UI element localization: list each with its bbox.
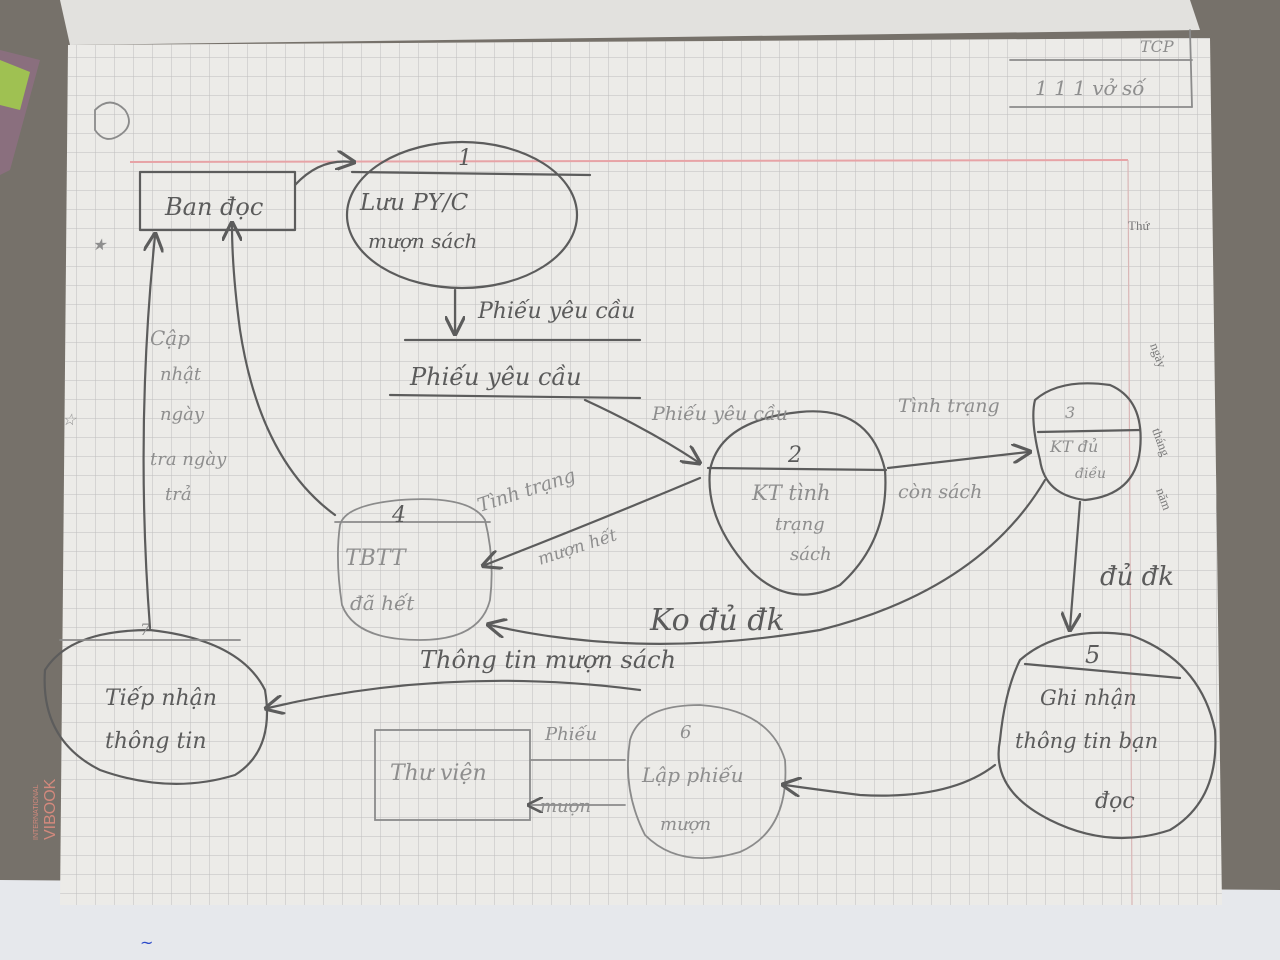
entity-library: Thư viện — [374, 729, 531, 821]
ink-scribble-1: ~ — [140, 933, 153, 952]
process-2-line2: trạng — [775, 514, 825, 535]
process-5-line3: đọc — [1095, 789, 1135, 814]
process-4-line2: đã hết — [350, 591, 415, 615]
top-page-edge — [60, 0, 1200, 45]
entity-reader: Ban đọc — [138, 170, 297, 232]
margin-year-label: năm — [1153, 486, 1175, 512]
process-4-number: 4 — [391, 503, 406, 528]
flow-p3-p5 — [1070, 500, 1080, 628]
flow-p6-p7 — [268, 679, 642, 708]
process-2-line1: KT tình — [751, 481, 831, 505]
flow-library-p6-label-b: mượn — [540, 796, 591, 817]
corner-table-row2: 1 1 1 vở số — [1035, 76, 1147, 100]
process-1: 1 Lưu PY/C mượn sách — [345, 140, 592, 290]
process-2-line3: sách — [790, 544, 832, 565]
process-7-number: 7 — [140, 620, 151, 639]
process-6: 6 Lập phiếu mượn — [627, 704, 787, 859]
flow-p3-p4-label: Ko đủ đk — [649, 603, 785, 638]
flow-library-p6-label-a: Phiếu — [544, 724, 597, 745]
process-3: 3 KT đủ điều — [1032, 382, 1142, 502]
process-7: 7 Tiếp nhận thông tin — [43, 620, 269, 785]
flow-p2-p3-label: Tình trạng — [898, 395, 1000, 417]
flow-p3-p5-label: đủ đk — [1100, 562, 1174, 592]
process-3-number: 3 — [1065, 403, 1075, 422]
process-4-line1: TBTT — [345, 546, 408, 571]
brand-name: VIBOOK — [42, 778, 59, 840]
process-2: 2 KT tình trạng sách — [706, 410, 888, 596]
flow-p7-reader-5: trả — [165, 484, 192, 505]
process-3-line1: KT đủ — [1049, 437, 1098, 456]
flow-p5-p6 — [785, 763, 997, 796]
flow-p2-p4 — [485, 476, 702, 565]
flow-store-to-p2-label: Phiếu yêu cầu — [651, 403, 788, 425]
process-5-line2: thông tin bạn — [1015, 729, 1158, 753]
process-1-line1: Lưu PY/C — [359, 190, 469, 216]
brand-sub: INTERNATIONAL — [33, 784, 40, 840]
entity-reader-label: Ban đọc — [164, 193, 263, 221]
flow-store-p2 — [583, 398, 698, 462]
process-4: 4 TBTT đã hết — [334, 498, 493, 641]
flow-p7-reader-1: Cập — [150, 326, 190, 350]
flow-p4-reader-label: Thông tin mượn sách — [420, 646, 676, 674]
datastore-request: Phiếu yêu cầu — [388, 338, 642, 400]
process-7-line1: Tiếp nhận — [105, 685, 217, 711]
flow-p7-reader-2: nhật — [160, 364, 202, 385]
process-1-line2: mượn sách — [368, 229, 477, 253]
flow-reader-p1 — [293, 161, 352, 187]
star-doodle: ★ — [92, 235, 108, 254]
process-5-number: 5 — [1085, 641, 1100, 669]
margin-day-label: Thứ — [1128, 218, 1150, 233]
flow-p7-reader — [142, 236, 155, 630]
process-5: 5 Ghi nhận thông tin bạn đọc — [997, 631, 1217, 840]
margin-line — [129, 159, 1129, 163]
flow-p7-reader-3: ngày — [160, 404, 205, 425]
flow-request-to-store: Phiếu yêu cầu — [477, 298, 635, 324]
entity-library-label: Thư viện — [390, 761, 487, 786]
animal-doodle — [94, 101, 130, 140]
process-5-line1: Ghi nhận — [1040, 686, 1137, 710]
star-doodle-2: ☆ — [62, 410, 78, 429]
corner-table: TCP 1 1 1 vở số — [1009, 29, 1193, 108]
flow-p2-p3 — [886, 452, 1028, 470]
datastore-label: Phiếu yêu cầu — [409, 363, 582, 391]
flow-p2-p3-label-b: còn sách — [898, 481, 982, 503]
corner-table-row1: TCP — [1140, 37, 1174, 56]
flow-p4-reader — [232, 225, 337, 517]
flow-p7-reader-4: tra ngày — [150, 449, 227, 470]
process-1-number: 1 — [458, 146, 472, 171]
process-6-number: 6 — [680, 722, 691, 743]
process-3-line2: điều — [1075, 465, 1106, 482]
process-2-number: 2 — [787, 443, 802, 468]
flow-p3-p4 — [490, 478, 1047, 645]
process-6-line2: mượn — [660, 814, 711, 835]
process-6-line1: Lập phiếu — [641, 763, 744, 787]
process-7-line2: thông tin — [105, 729, 207, 754]
